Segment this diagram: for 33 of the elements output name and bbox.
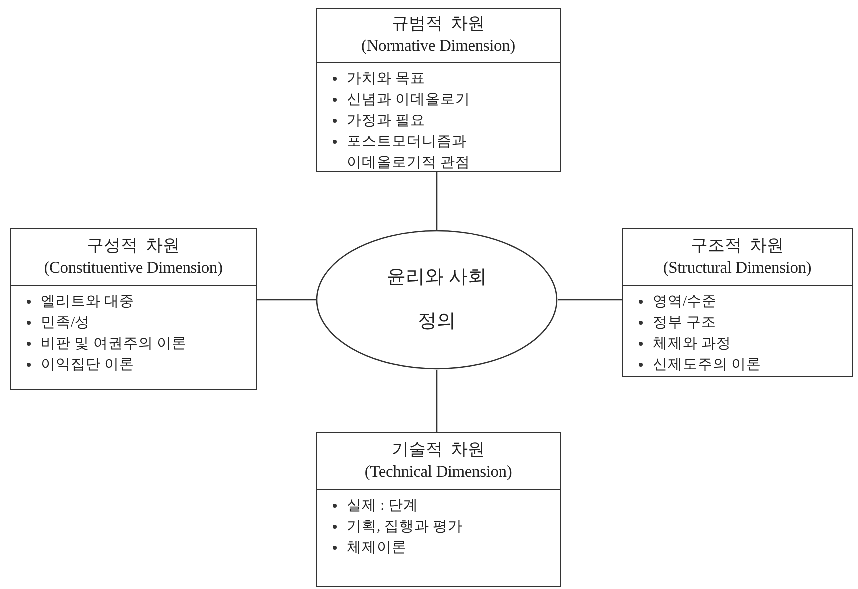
dimension-subtitle: (Structural Dimension): [663, 256, 812, 279]
list-item-text: 기획, 집행과 평가: [347, 518, 463, 537]
list-item-text: 체제와 과정: [653, 335, 732, 354]
connector-line: [436, 370, 438, 432]
dimension-box: [622, 228, 853, 377]
dimension-box: [316, 8, 561, 172]
connector-line: [436, 172, 438, 230]
list-item-text: 영역/수준: [653, 293, 718, 312]
list-item-text: 실제 : 단계: [347, 497, 418, 516]
list-item-text: 포스트모더니즘과 이데올로기적 관점: [347, 133, 472, 173]
connector-line: [558, 299, 622, 301]
dimension-title: 기술적 차원: [392, 438, 486, 461]
dimension-title: 구성적 차원: [86, 234, 180, 257]
list-item-text: 체제이론: [347, 539, 407, 558]
list-item-text: 신제도주의 이론: [653, 356, 762, 375]
center-label: 윤리와 사회 정의: [387, 266, 487, 334]
list-item-text: 엘리트와 대중: [41, 293, 135, 312]
dimension-subtitle: (Normative Dimension): [362, 35, 516, 58]
center-ellipse: [316, 230, 558, 370]
list-item-text: 가정과 필요: [347, 112, 426, 131]
dimension-subtitle: (Constituentive Dimension): [44, 256, 223, 279]
dimension-box: [316, 432, 561, 587]
list-item-text: 이익집단 이론: [41, 356, 135, 375]
dimension-title: 규범적 차원: [392, 13, 486, 36]
list-item-text: 가치와 목표: [347, 70, 426, 89]
list-item-text: 정부 구조: [653, 314, 717, 333]
list-item-text: 비판 및 여권주의 이론: [41, 335, 187, 354]
dimension-subtitle: (Technical Dimension): [364, 460, 512, 483]
dimension-title: 구조적 차원: [690, 234, 784, 257]
dimension-box: [10, 228, 257, 390]
list-item-text: 민족/성: [41, 314, 90, 333]
list-item-text: 신념과 이데올로기: [347, 91, 471, 110]
connector-line: [257, 299, 316, 301]
